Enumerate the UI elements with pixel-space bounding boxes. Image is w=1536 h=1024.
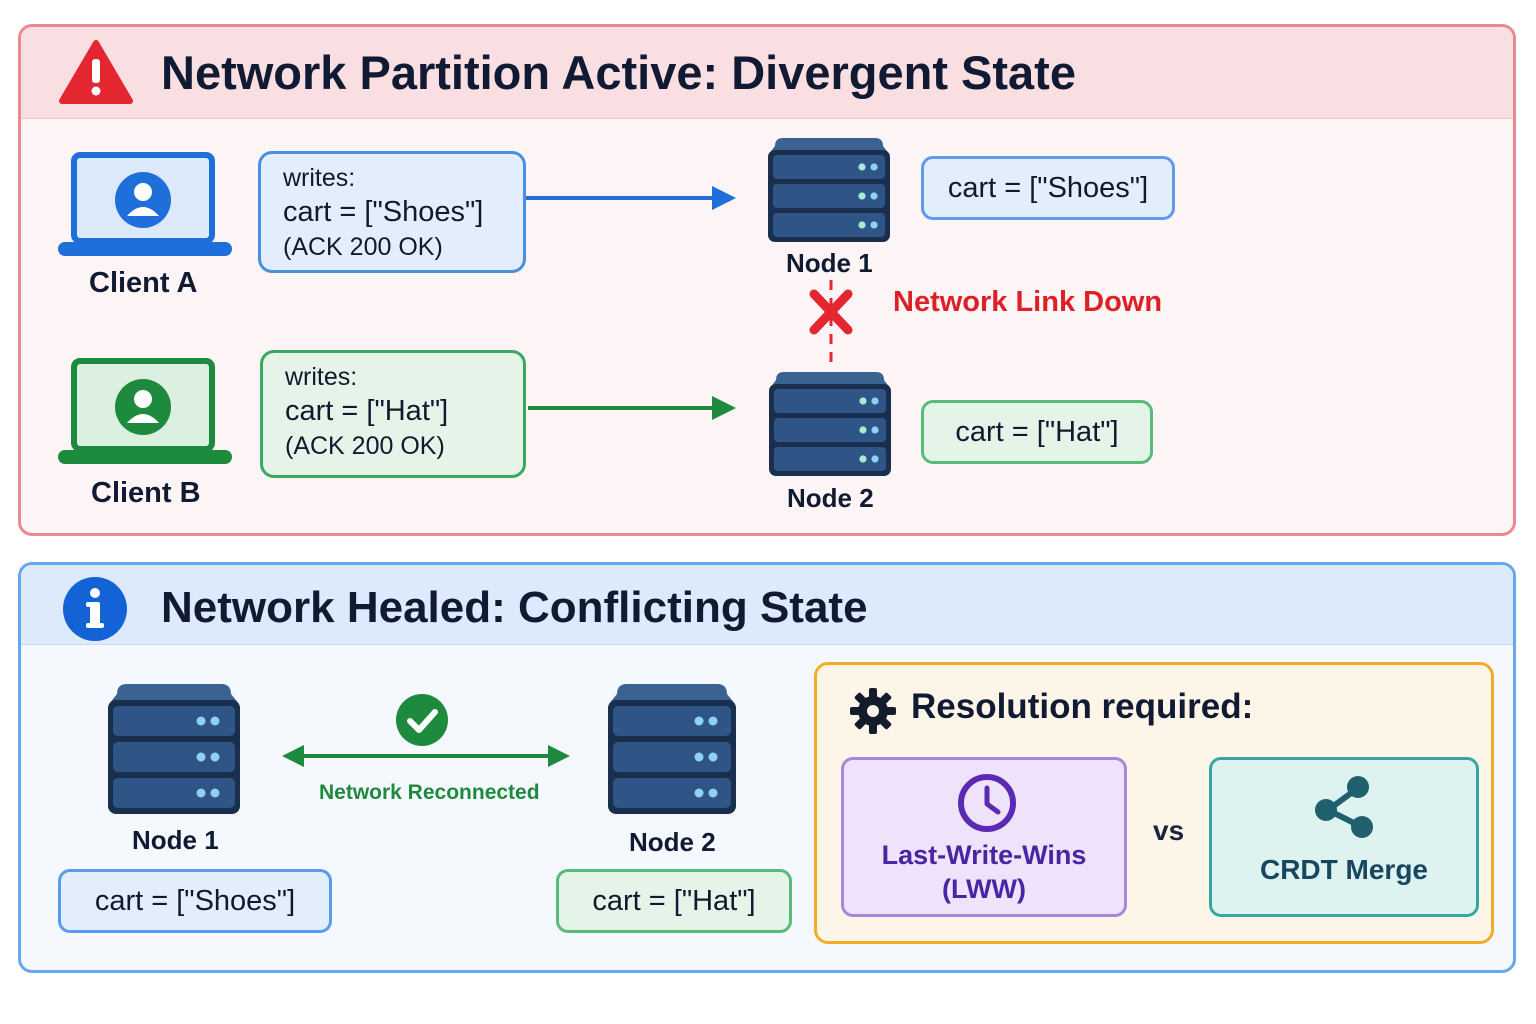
write-value: cart = ["Hat"] [285,395,449,427]
server-icon [768,138,890,242]
healed-node-2-value: cart = ["Hat"] [556,869,792,933]
node-2-value: cart = ["Hat"] [921,400,1153,464]
server-icon [108,684,240,814]
node-2-label: Node 2 [787,483,874,513]
write-arrow-b [528,396,736,420]
share-icon [1315,776,1373,838]
healed-node-2-label: Node 2 [629,827,716,857]
link-down-connector [829,280,833,370]
reconnect-arrow [282,745,570,767]
write-verb: writes: [285,363,358,391]
write-ack: (ACK 200 OK) [285,432,445,461]
clock-icon [958,774,1016,832]
write-verb: writes: [283,164,356,192]
node-1-value: cart = ["Shoes"] [921,156,1175,220]
warning-icon [59,40,133,104]
gear-icon [850,688,896,734]
link-down-label: Network Link Down [893,286,1163,318]
healed-header: Network Healed: Conflicting State [21,565,1513,645]
healed-node-1-label: Node 1 [132,825,219,855]
node-1-label: Node 1 [786,248,873,278]
write-value: cart = ["Shoes"] [283,196,484,228]
client-a-label: Client A [89,267,198,299]
resolution-title: Resolution required: [911,687,1254,726]
partition-header: Network Partition Active: Divergent Stat… [21,27,1513,119]
partition-title: Network Partition Active: Divergent Stat… [161,46,1076,99]
info-icon [63,577,127,641]
vs-separator: vs [1153,815,1185,846]
healed-title: Network Healed: Conflicting State [161,583,868,632]
healed-node-1-value: cart = ["Shoes"] [58,869,332,933]
check-circle-icon [396,694,448,746]
client-b-write-message: writes: cart = ["Hat"] (ACK 200 OK) [260,350,526,478]
write-arrow-a [526,186,736,210]
x-mark-icon [809,289,853,335]
lww-abbrev: (LWW) [942,874,1026,904]
server-icon [608,684,736,814]
write-ack: (ACK 200 OK) [283,233,443,262]
crdt-option: CRDT Merge [1209,757,1479,917]
client-a-write-message: writes: cart = ["Shoes"] (ACK 200 OK) [258,151,526,273]
resolution-box: Resolution required: Last-Write-Wins (LW… [814,662,1494,944]
server-icon [769,372,891,476]
crdt-label: CRDT Merge [1259,854,1428,885]
laptop-user-icon [58,358,232,464]
client-b-label: Client B [91,477,201,509]
lww-option: Last-Write-Wins (LWW) [841,757,1127,917]
lww-label: Last-Write-Wins [881,840,1087,870]
laptop-user-icon [58,152,232,256]
reconnected-label: Network Reconnected [319,781,540,804]
